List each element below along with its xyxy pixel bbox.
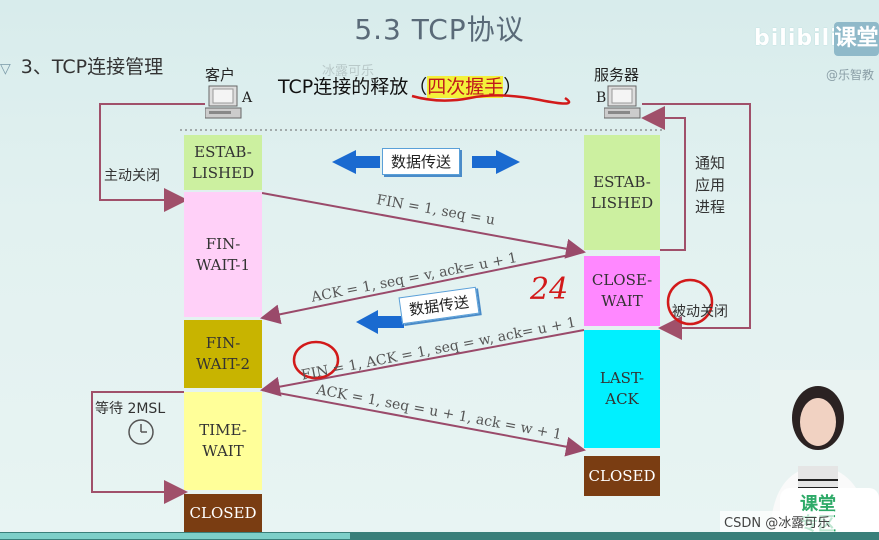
red-underline: [412, 95, 569, 103]
server-state-established: ESTAB- LISHED: [584, 135, 660, 250]
server-state-closed: CLOSED: [584, 456, 660, 496]
client-state-fin-wait-2: FIN- WAIT-2: [184, 320, 262, 388]
client-state-established: ESTAB- LISHED: [184, 135, 262, 190]
notify-app-label: 通知 应用 进程: [695, 152, 725, 218]
server-state-last-ack: LAST- ACK: [584, 330, 660, 448]
progress-bar-fill: [0, 533, 350, 539]
passive-close-label: 被动关闭: [672, 301, 728, 321]
server-state-close-wait: CLOSE- WAIT: [584, 256, 660, 326]
msg-final-ack-arrow: [262, 390, 584, 450]
blue-arrow-left: [332, 150, 380, 174]
active-close-label: 主动关闭: [104, 165, 160, 185]
data-transfer-pill-1: 数据传送: [382, 148, 460, 175]
blue-arrow-left-2: [356, 310, 404, 334]
wait-2msl-label: 等待 2MSL: [95, 398, 165, 418]
blue-arrow-right: [472, 150, 520, 174]
handwritten-annotation: 24: [530, 272, 568, 307]
client-state-fin-wait-1: FIN- WAIT-1: [184, 192, 262, 317]
client-state-time-wait: TIME- WAIT: [184, 392, 262, 490]
credit-watermark: CSDN @冰露可乐: [720, 511, 834, 532]
client-state-closed: CLOSED: [184, 494, 262, 532]
